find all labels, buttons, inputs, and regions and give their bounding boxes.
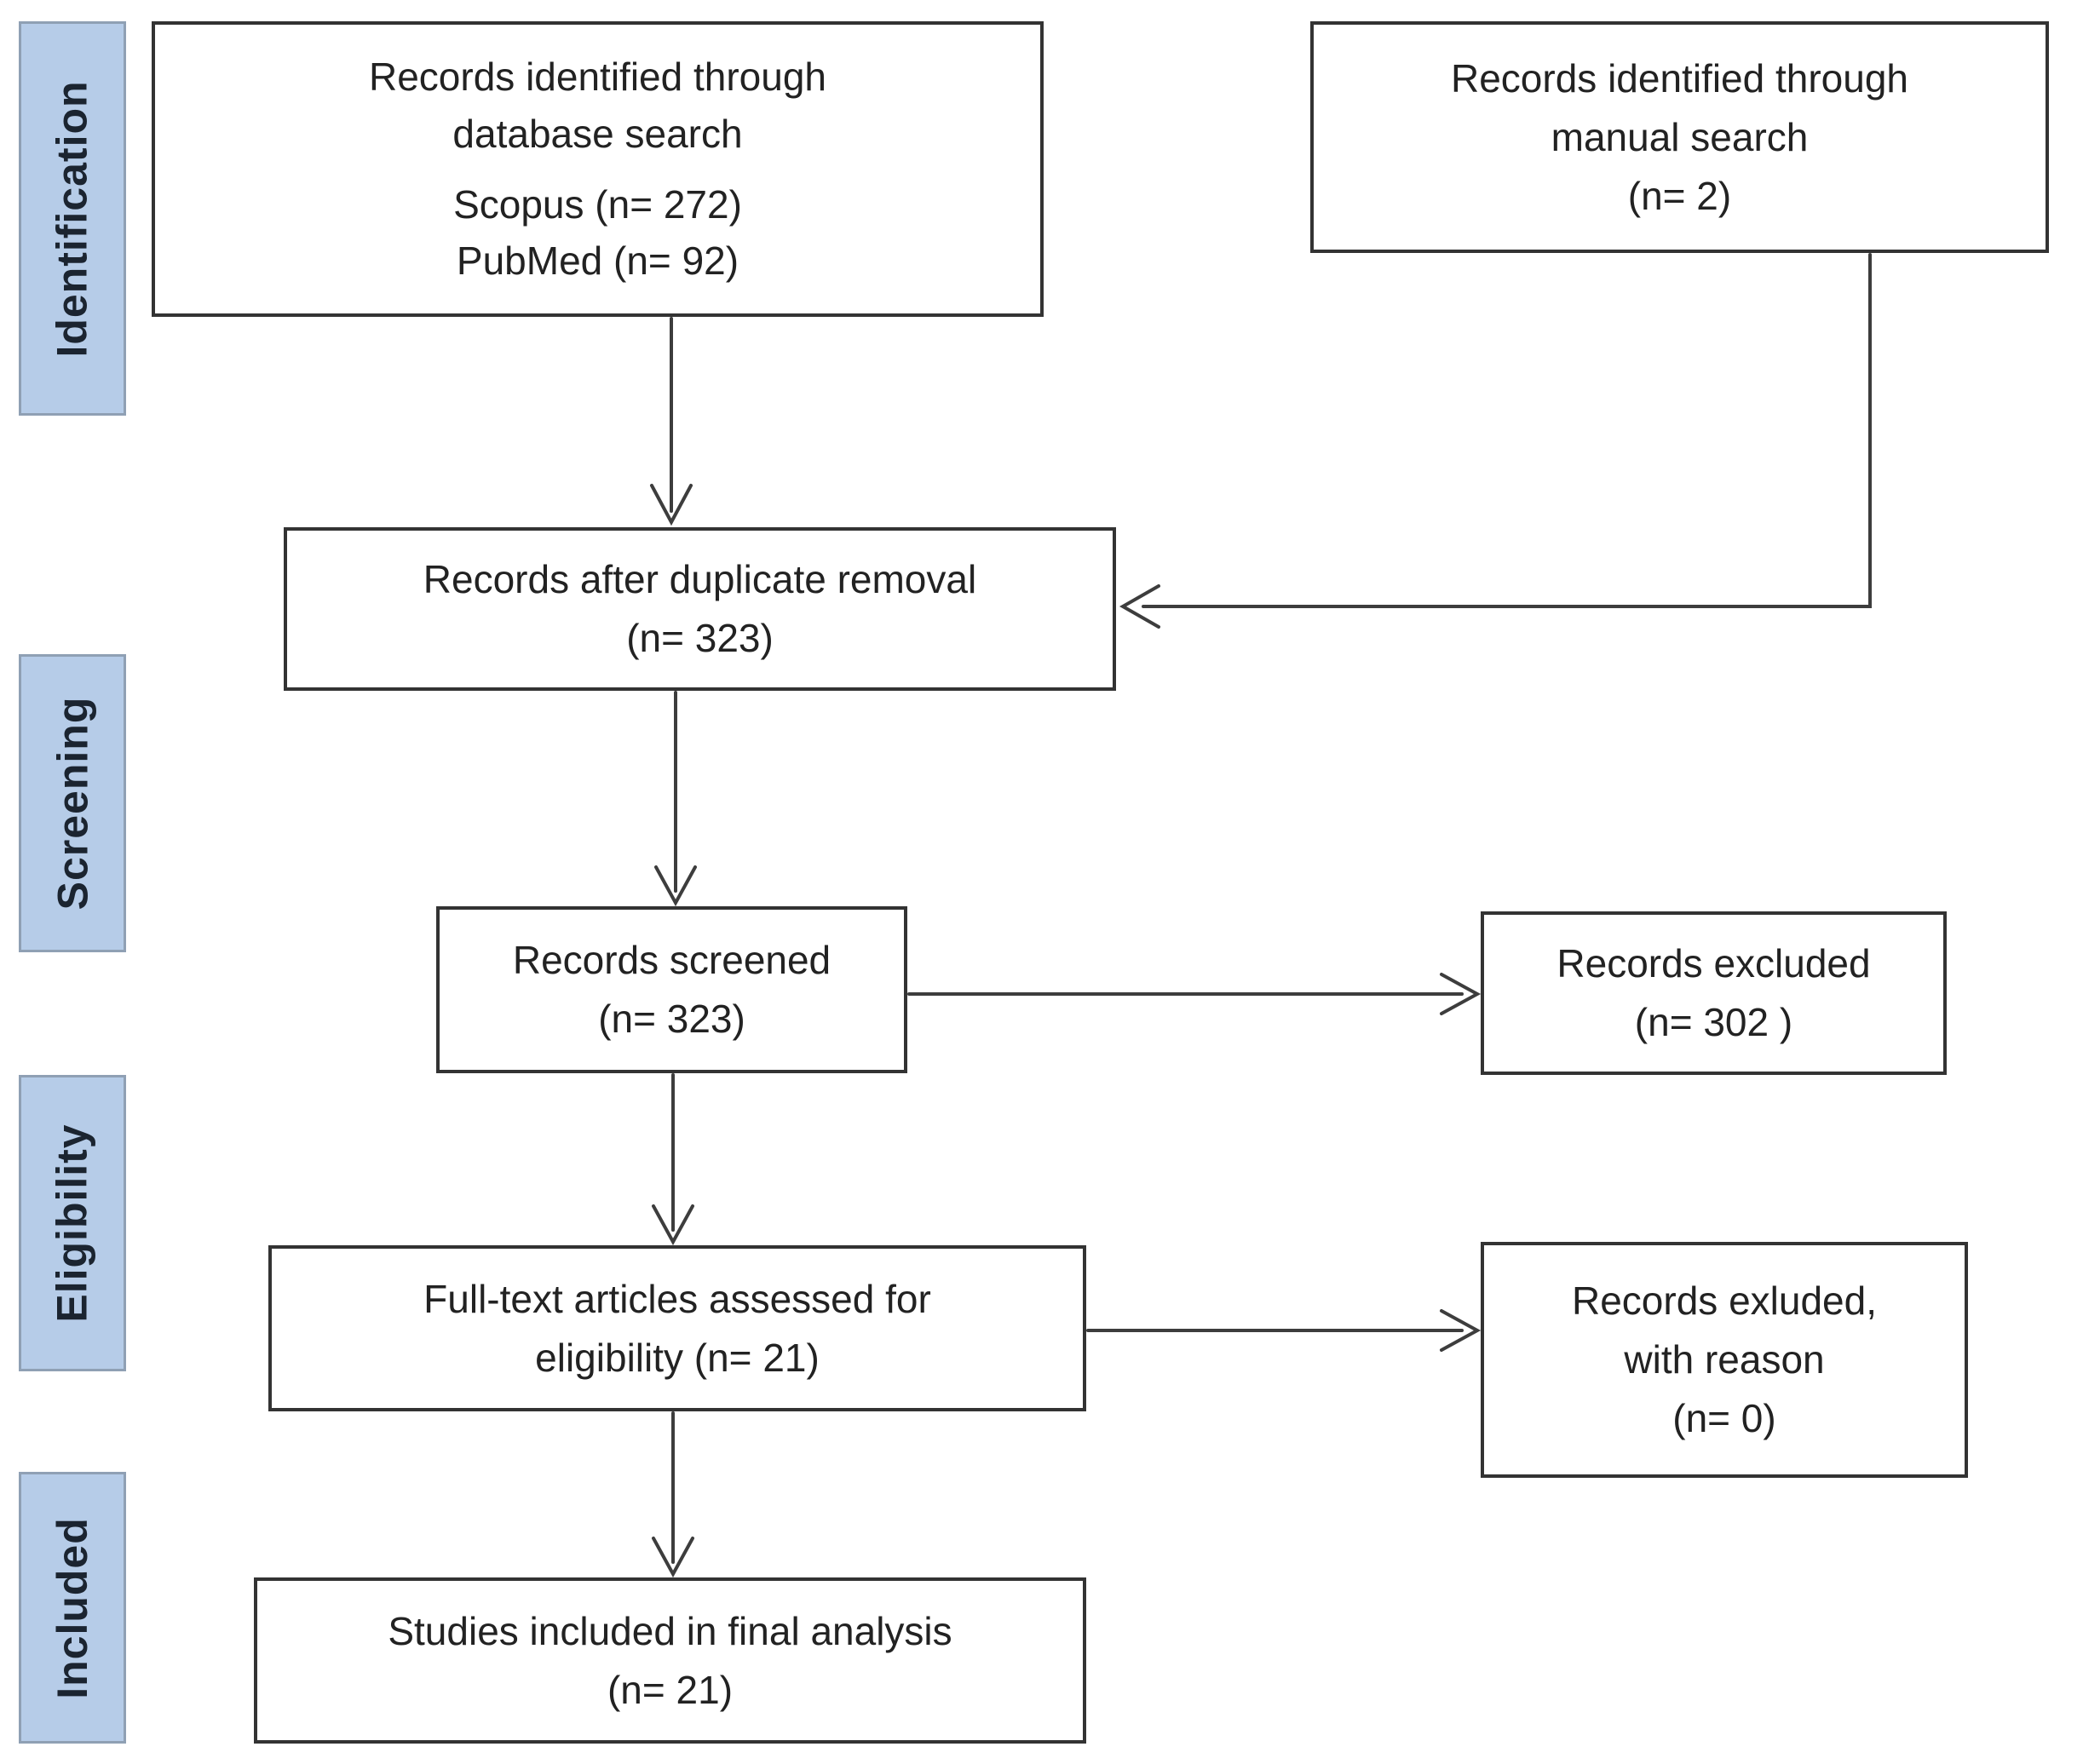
box-fulltext-assessed: Full-text articles assessed for eligibil… (268, 1245, 1086, 1411)
box-line: with reason (1624, 1337, 1825, 1382)
stage-label-screening: Screening (19, 654, 126, 952)
arrow-fulltext-to-included (652, 1411, 694, 1578)
box-records-screened: Records screened (n= 323) (436, 906, 907, 1073)
stage-label-identification-text: Identification (49, 79, 97, 358)
stage-label-eligibility-text: Eligibility (49, 1123, 96, 1323)
box-line: Records after duplicate removal (423, 557, 977, 601)
stage-label-identification: Identification (19, 21, 126, 416)
box-manual-search: Records identified through manual search… (1310, 21, 2049, 253)
box-line: Studies included in final analysis (388, 1608, 952, 1653)
box-line: (n= 0) (1672, 1396, 1776, 1440)
arrow-duplicate-to-screened (654, 691, 697, 907)
box-line: PubMed (n= 92) (456, 238, 739, 284)
arrow-manual-to-duplicate (1119, 253, 1872, 629)
box-line: Full-text articles assessed for (423, 1276, 931, 1321)
box-duplicate-removal: Records after duplicate removal (n= 323) (284, 527, 1116, 691)
box-line: Scopus (n= 272) (453, 181, 742, 227)
stage-label-included: Included (19, 1472, 126, 1744)
box-line: eligibility (n= 21) (535, 1335, 820, 1380)
arrow-database-to-duplicate (650, 317, 693, 526)
box-line: (n= 2) (1627, 173, 1732, 218)
box-excluded-with-reason: Records exluded, with reason (n= 0) (1481, 1242, 1968, 1478)
arrow-screened-to-excluded (907, 973, 1482, 1015)
arrow-fulltext-to-excluded-reason (1086, 1309, 1482, 1352)
box-line: (n= 323) (598, 997, 745, 1041)
box-line: (n= 302 ) (1634, 1000, 1793, 1044)
box-line: Records excluded (1556, 941, 1871, 985)
box-line: Records exluded, (1572, 1278, 1877, 1323)
box-line: Records identified through (369, 55, 826, 100)
stage-label-eligibility: Eligibility (19, 1075, 126, 1371)
stage-label-included-text: Included (49, 1516, 97, 1699)
box-line: Records screened (512, 938, 831, 982)
box-line: manual search (1551, 114, 1809, 159)
box-database-search: Records identified through database sear… (152, 21, 1044, 317)
box-line: database search (452, 111, 743, 156)
arrow-screened-to-fulltext (652, 1073, 694, 1246)
box-records-excluded: Records excluded (n= 302 ) (1481, 911, 1947, 1075)
box-line: Records identified through (1451, 55, 1908, 101)
box-line: (n= 323) (626, 616, 774, 660)
box-included-final: Studies included in final analysis (n= 2… (254, 1577, 1086, 1744)
stage-label-screening-text: Screening (49, 696, 96, 911)
box-line: (n= 21) (607, 1667, 734, 1712)
